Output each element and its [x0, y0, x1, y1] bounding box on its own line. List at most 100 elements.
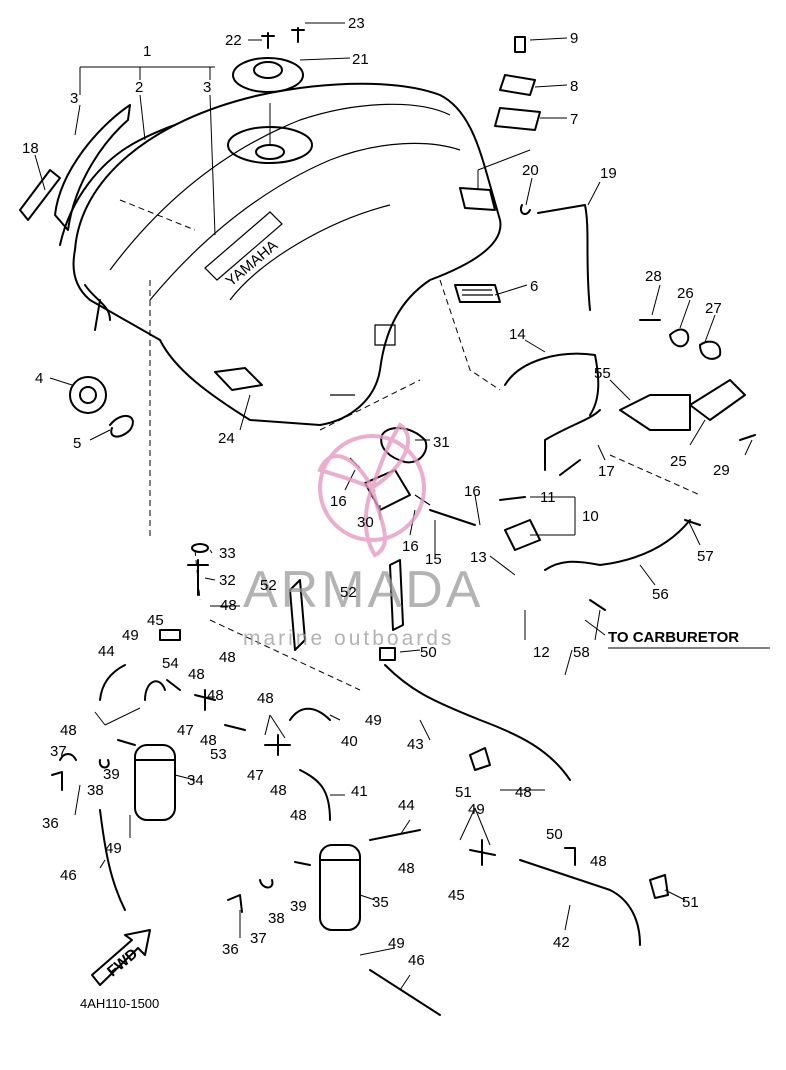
- callout-49: 49: [468, 801, 485, 818]
- callout-22: 22: [225, 32, 242, 49]
- callout-48: 48: [219, 649, 236, 666]
- callout-48: 48: [60, 722, 77, 739]
- tank-trim-strips: [19, 104, 176, 246]
- fuel-hoses-upper: [429, 352, 601, 551]
- to-carburetor-text: TO CARBURETOR: [608, 629, 739, 646]
- fuel-filter-assembly: [619, 319, 756, 441]
- callout-47: 47: [177, 722, 194, 739]
- callout-30: 30: [357, 514, 374, 531]
- hose-fittings: [159, 629, 496, 866]
- callout-32: 32: [219, 572, 236, 589]
- callout-35: 35: [372, 894, 389, 911]
- carb-supply-hose: [544, 519, 701, 611]
- callout-46: 46: [408, 952, 425, 969]
- callout-48: 48: [270, 782, 287, 799]
- armada-logo: ARMADA marine outboards: [243, 422, 483, 650]
- carburetor-annotation: TO CARBURETOR: [608, 629, 770, 649]
- callout-8: 8: [570, 78, 578, 95]
- callout-26: 26: [677, 285, 694, 302]
- filler-cap: [232, 27, 305, 93]
- callout-6: 6: [530, 278, 538, 295]
- callout-37: 37: [50, 743, 67, 760]
- callout-46: 46: [60, 867, 77, 884]
- callout-47: 47: [247, 767, 264, 784]
- callout-52: 52: [340, 584, 357, 601]
- callout-49: 49: [122, 627, 139, 644]
- callout-44: 44: [398, 797, 415, 814]
- callout-36: 36: [42, 815, 59, 832]
- callout-5: 5: [73, 435, 81, 452]
- callout-18: 18: [22, 140, 39, 157]
- callouts: 1 2 3 3 4 5 6 7 8 9 10 11 12 13 14 15 16…: [22, 15, 730, 969]
- callout-39: 39: [290, 898, 307, 915]
- callout-31: 31: [433, 434, 450, 451]
- assembly-lines: [119, 199, 701, 691]
- callout-54: 54: [162, 655, 179, 672]
- callout-13: 13: [470, 549, 487, 566]
- callout-48: 48: [207, 687, 224, 704]
- callout-38: 38: [268, 910, 285, 927]
- callout-49: 49: [105, 840, 122, 857]
- tank-bracket-parts: [494, 36, 541, 131]
- callout-53: 53: [210, 746, 227, 763]
- callout-19: 19: [600, 165, 617, 182]
- callout-17: 17: [598, 463, 615, 480]
- callout-3: 3: [203, 79, 211, 96]
- callout-12: 12: [533, 644, 550, 661]
- callout-48: 48: [188, 666, 205, 683]
- callout-48: 48: [290, 807, 307, 824]
- callout-37: 37: [250, 930, 267, 947]
- charcoal-canister-35: [227, 844, 361, 931]
- callout-48: 48: [200, 732, 217, 749]
- callout-57: 57: [697, 548, 714, 565]
- callout-1: 1: [143, 43, 151, 60]
- charcoal-canister-34: [51, 739, 176, 821]
- callout-48: 48: [257, 690, 274, 707]
- callout-42: 42: [553, 934, 570, 951]
- callout-55: 55: [594, 365, 611, 382]
- callout-49: 49: [388, 935, 405, 952]
- callout-45: 45: [147, 612, 164, 629]
- callout-40: 40: [341, 733, 358, 750]
- logo-propeller-icon: [317, 422, 426, 558]
- callout-39: 39: [103, 766, 120, 783]
- callout-51: 51: [682, 894, 699, 911]
- leader-lines: [34, 22, 753, 991]
- watermark-tagline: marine outboards: [243, 627, 454, 650]
- callout-48: 48: [220, 597, 237, 614]
- callout-58: 58: [573, 644, 590, 661]
- fuel-petcock: [69, 376, 134, 438]
- callout-38: 38: [87, 782, 104, 799]
- callout-16: 16: [330, 493, 347, 510]
- callout-44: 44: [98, 643, 115, 660]
- callout-51: 51: [455, 784, 472, 801]
- callout-4: 4: [35, 370, 43, 387]
- callout-36: 36: [222, 941, 239, 958]
- callout-21: 21: [352, 51, 369, 68]
- watermark-brand: ARMADA: [243, 561, 483, 619]
- callout-27: 27: [705, 300, 722, 317]
- callout-48: 48: [398, 860, 415, 877]
- callout-10: 10: [582, 508, 599, 525]
- callout-2: 2: [135, 79, 143, 96]
- callout-33: 33: [219, 545, 236, 562]
- callout-16: 16: [402, 538, 419, 555]
- callout-3: 3: [70, 90, 78, 107]
- callout-50: 50: [420, 644, 437, 661]
- callout-15: 15: [425, 551, 442, 568]
- callout-24: 24: [218, 430, 235, 447]
- callout-16: 16: [464, 483, 481, 500]
- callout-48: 48: [590, 853, 607, 870]
- drawing-code: 4AH110-1500: [80, 996, 159, 1011]
- callout-20: 20: [522, 162, 539, 179]
- callout-11: 11: [540, 489, 556, 506]
- vent-fitting: [187, 543, 209, 596]
- callout-50: 50: [546, 826, 563, 843]
- callout-7: 7: [570, 111, 578, 128]
- lower-hoses: [99, 664, 641, 1016]
- callout-52: 52: [260, 577, 277, 594]
- callout-9: 9: [570, 30, 578, 47]
- callout-43: 43: [407, 736, 424, 753]
